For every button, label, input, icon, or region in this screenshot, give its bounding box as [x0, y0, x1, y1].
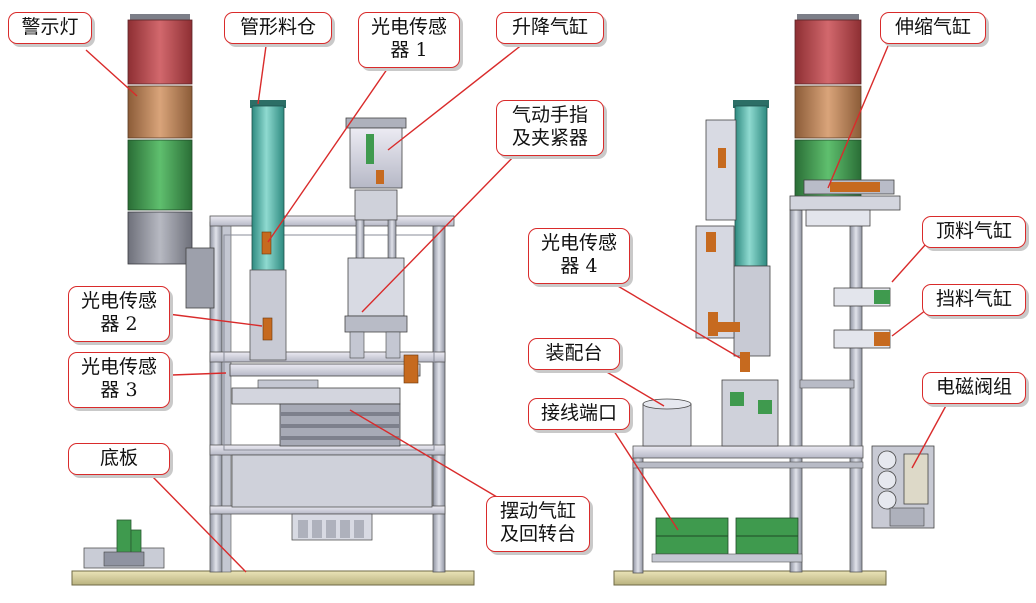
lift-cylinder-assembly: [344, 117, 408, 359]
lower-manifold: [231, 454, 433, 541]
leader-photo-sensor-3: [171, 372, 227, 376]
leader-warning-light: [85, 49, 138, 97]
callout-photo-sensor-4: 光电传感 器 4: [528, 228, 630, 284]
sensor-bracket-small: [83, 519, 165, 569]
leader-assembly-table: [599, 367, 665, 407]
front-view: [71, 14, 475, 586]
callout-stop-cylinder: 挡料气缸: [922, 284, 1026, 316]
assembly-table-part: [642, 379, 779, 447]
base-plate-left: [71, 570, 475, 586]
callout-swing-cylinder: 摆动气缸 及回转台: [486, 496, 590, 552]
leader-terminal-port: [611, 427, 679, 531]
callout-photo-sensor-3: 光电传感 器 3: [68, 352, 170, 408]
leader-photo-sensor-2: [167, 313, 263, 327]
leader-lines: [85, 39, 949, 573]
warning-light-tower: [127, 14, 215, 309]
swing-cylinder-turntable: [229, 354, 421, 447]
callout-pneumatic-gripper: 气动手指 及夹紧器: [496, 100, 604, 156]
callout-solenoid-valve-group: 电磁阀组: [922, 372, 1026, 404]
callout-photo-sensor-1: 光电传感 器 1: [358, 12, 460, 68]
base-plate-right: [613, 570, 887, 586]
terminal-port-blocks: [651, 517, 803, 563]
leader-photo-sensor-1: [267, 61, 393, 243]
callout-telescopic-cylinder: 伸缩气缸: [880, 12, 986, 44]
callout-base-plate: 底板: [68, 443, 170, 475]
callout-photo-sensor-2: 光电传感 器 2: [68, 286, 170, 342]
side-view: [613, 14, 935, 586]
leader-gripper: [361, 149, 521, 313]
callout-assembly-table: 装配台: [528, 338, 620, 370]
leader-push-cylinder: [891, 243, 927, 283]
leader-base-plate: [149, 473, 247, 573]
solenoid-valve-group: [871, 445, 935, 529]
tube-magazine: [249, 100, 287, 361]
leader-lift-cylinder: [387, 39, 529, 151]
telescopic-cylinder: [789, 179, 901, 227]
leader-telescopic-cylinder: [827, 45, 889, 189]
tube-magazine-side: [695, 100, 771, 372]
callout-push-cylinder: 顶料气缸: [922, 216, 1026, 248]
callout-tube-magazine: 管形料仓: [224, 12, 332, 44]
leader-tube-magazine: [257, 45, 267, 105]
callout-lift-cylinder: 升降气缸: [496, 12, 604, 44]
callout-terminal-port: 接线端口: [528, 398, 630, 430]
callout-warning-light: 警示灯: [8, 12, 92, 44]
leader-stop-cylinder: [891, 309, 927, 337]
leader-swing-cylinder: [349, 409, 503, 501]
leader-solenoid-valve: [911, 401, 949, 469]
leader-photo-sensor-4: [593, 271, 741, 359]
push-stop-cylinders: [833, 287, 891, 349]
warning-light-tower-side: [794, 14, 862, 201]
